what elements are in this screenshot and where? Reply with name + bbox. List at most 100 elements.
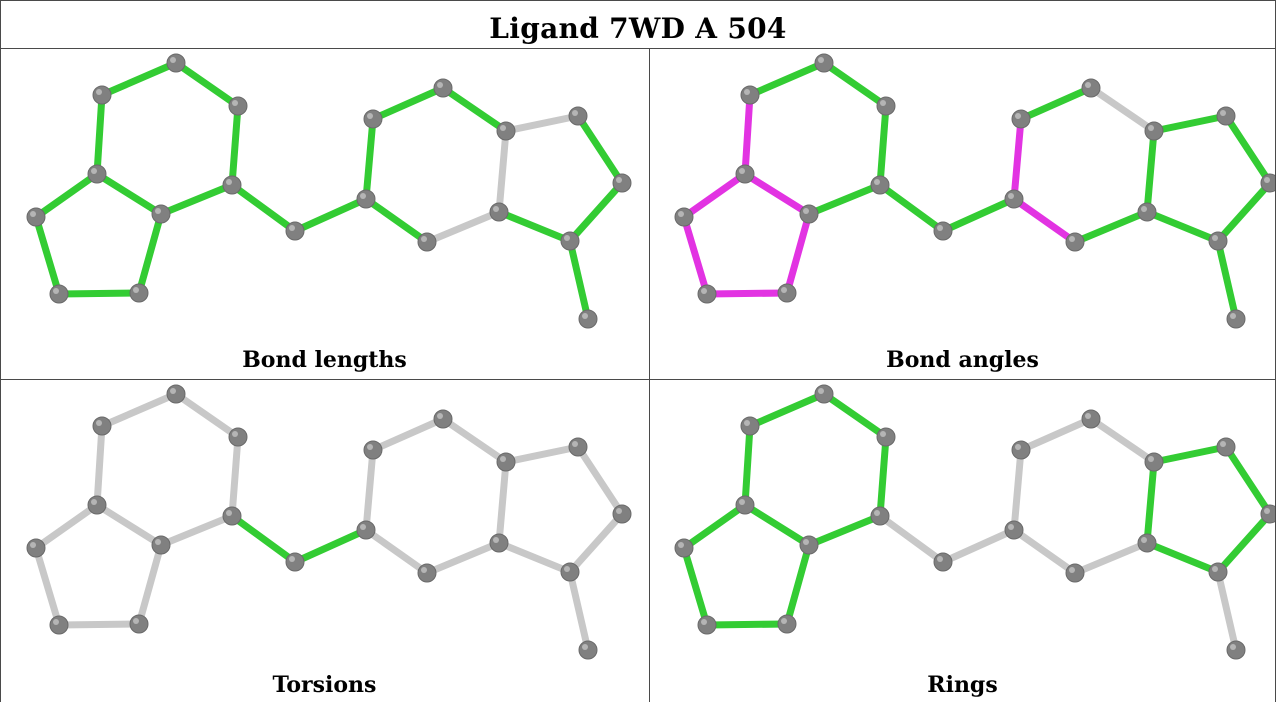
atom-1 (92, 416, 112, 436)
panel-bond-lengths: Bond lengths (0, 49, 649, 379)
atom-highlight-12 (572, 110, 578, 116)
atom-5 (674, 207, 694, 227)
atom-14 (560, 231, 580, 251)
atom-1 (740, 85, 760, 105)
panel-torsions: Torsions (0, 380, 649, 702)
bond-9 (783, 210, 813, 297)
bond-17 (362, 195, 431, 246)
bond-20 (1214, 510, 1274, 576)
bond-15 (1143, 127, 1158, 216)
atom-highlight-1 (96, 89, 102, 95)
atom-10 (433, 78, 453, 98)
atom-highlight-3 (739, 499, 745, 505)
atom-12 (1216, 437, 1236, 457)
atom-16 (1137, 202, 1157, 222)
bond-0 (98, 390, 180, 430)
bond-20 (1214, 179, 1274, 245)
atom-highlight-19 (781, 287, 787, 293)
atom-highlight-5 (30, 542, 36, 548)
atom-15 (578, 640, 598, 660)
bond-13 (1017, 84, 1095, 123)
atom-highlight-12 (1220, 110, 1226, 116)
bond-6 (680, 170, 749, 221)
atom-highlight-17 (421, 567, 427, 573)
atom-19 (777, 283, 797, 303)
bond-19 (574, 443, 626, 518)
bond-19 (1222, 112, 1274, 187)
bond-8 (55, 289, 143, 298)
bond-14 (1087, 84, 1158, 135)
bond-1 (172, 59, 242, 110)
atom-highlight-2 (880, 431, 886, 437)
atom-highlight-15 (582, 644, 588, 650)
bond-7 (32, 213, 63, 298)
bond-5 (93, 501, 165, 549)
atom-highlight-5 (30, 211, 36, 217)
atom-highlight-5 (678, 542, 684, 548)
atom-highlight-15 (1230, 644, 1236, 650)
bond-0 (746, 59, 828, 99)
atom-highlight-17 (421, 236, 427, 242)
bond-19 (574, 112, 626, 187)
atom-17 (417, 232, 437, 252)
bond-8 (55, 620, 143, 629)
molecule-rings (674, 384, 1275, 660)
atom-highlight-16 (1141, 537, 1147, 543)
bond-15 (495, 127, 510, 216)
atom-15 (1226, 309, 1246, 329)
bond-6 (32, 501, 101, 552)
bond-17 (362, 526, 431, 577)
bond-12 (1010, 446, 1025, 534)
bond-1 (820, 59, 890, 110)
atom-highlight-10 (437, 82, 443, 88)
bond-19 (1222, 443, 1274, 518)
atom-17 (1065, 232, 1085, 252)
bond-1 (172, 390, 242, 441)
atom-highlight-7 (937, 225, 943, 231)
atom-1 (92, 85, 112, 105)
atom-16 (489, 202, 509, 222)
atom-11 (496, 452, 516, 472)
bond-7 (680, 213, 711, 298)
column-divider (649, 48, 650, 702)
atom-highlight-3 (91, 168, 97, 174)
bond-2 (93, 91, 106, 178)
bond-6 (680, 501, 749, 552)
atom-highlight-1 (744, 420, 750, 426)
atom-13 (1260, 504, 1275, 524)
atom-highlight-4 (874, 510, 880, 516)
atom-highlight-7 (937, 556, 943, 562)
bond-11 (939, 195, 1018, 235)
atom-2 (228, 427, 248, 447)
atom-highlight-16 (493, 206, 499, 212)
atom-18 (697, 284, 717, 304)
atom-2 (876, 427, 896, 447)
bond-11 (939, 526, 1018, 566)
bond-16 (1071, 539, 1151, 577)
bond-0 (746, 390, 828, 430)
bond-14 (1087, 415, 1158, 466)
atom-17 (417, 563, 437, 583)
atom-0 (814, 53, 834, 73)
atom-highlight-7 (289, 225, 295, 231)
bond-22 (1214, 237, 1240, 323)
bond-4 (157, 512, 236, 549)
atom-9 (1011, 109, 1031, 129)
caption-torsions: Torsions (272, 672, 377, 698)
atom-3 (735, 164, 755, 184)
atom-highlight-14 (564, 235, 570, 241)
bond-6 (32, 170, 101, 221)
atom-0 (166, 384, 186, 404)
bond-16 (423, 539, 503, 577)
atom-5 (674, 538, 694, 558)
atom-highlight-19 (133, 287, 139, 293)
atom-17 (1065, 563, 1085, 583)
atom-5 (26, 538, 46, 558)
atom-14 (1208, 231, 1228, 251)
bond-9 (135, 210, 165, 297)
atom-highlight-4 (226, 179, 232, 185)
atom-19 (129, 614, 149, 634)
bond-12 (1010, 115, 1025, 203)
bond-16 (423, 208, 503, 246)
title-divider (0, 48, 1276, 49)
